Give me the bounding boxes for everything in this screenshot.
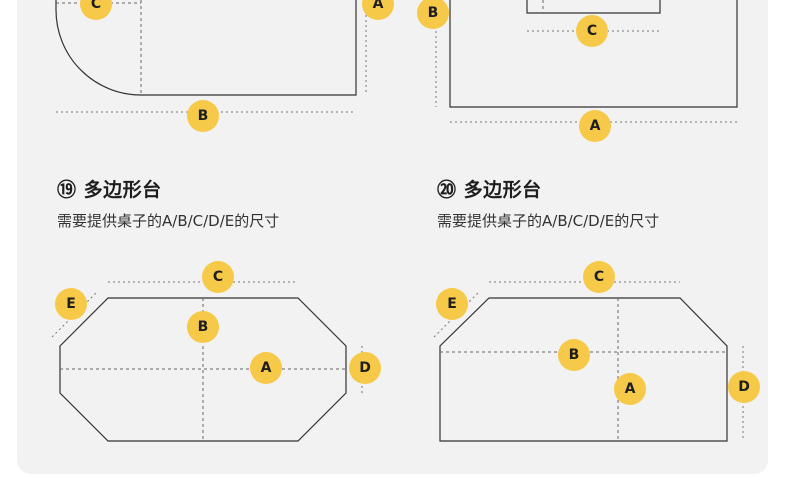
dimension-badge-a: A xyxy=(579,110,611,142)
dimension-badge-c: C xyxy=(576,15,608,47)
section-description: 需要提供桌子的A/B/C/D/E的尺寸 xyxy=(437,212,660,230)
dimension-badge-c: C xyxy=(202,261,234,293)
dimension-badge-c: C xyxy=(80,0,112,20)
dimension-badge-b: B xyxy=(558,339,590,371)
section-title: 多边形台 xyxy=(83,179,162,201)
section-title: 多边形台 xyxy=(463,179,542,201)
section-number: ⑲ xyxy=(57,179,77,201)
dimension-badge-c: C xyxy=(583,261,615,293)
dimension-badge-a: A xyxy=(250,352,282,384)
dimension-badge-e: E xyxy=(55,288,87,320)
dimension-badge-b: B xyxy=(187,100,219,132)
section-description: 需要提供桌子的A/B/C/D/E的尺寸 xyxy=(57,212,280,230)
section-heading: ⑳ 多边形台 xyxy=(437,175,542,202)
dimension-badge-b: B xyxy=(417,0,449,29)
dimension-badge-e: E xyxy=(436,288,468,320)
dimension-badge-d: D xyxy=(349,352,381,384)
section-heading: ⑲ 多边形台 xyxy=(57,175,162,202)
dimension-badge-b: B xyxy=(187,311,219,343)
dimension-badge-a: A xyxy=(362,0,394,20)
dimension-badge-a: A xyxy=(614,373,646,405)
section-number: ⑳ xyxy=(437,179,457,201)
dimension-badge-d: D xyxy=(728,371,760,403)
diagram-octagon-table xyxy=(51,281,363,442)
